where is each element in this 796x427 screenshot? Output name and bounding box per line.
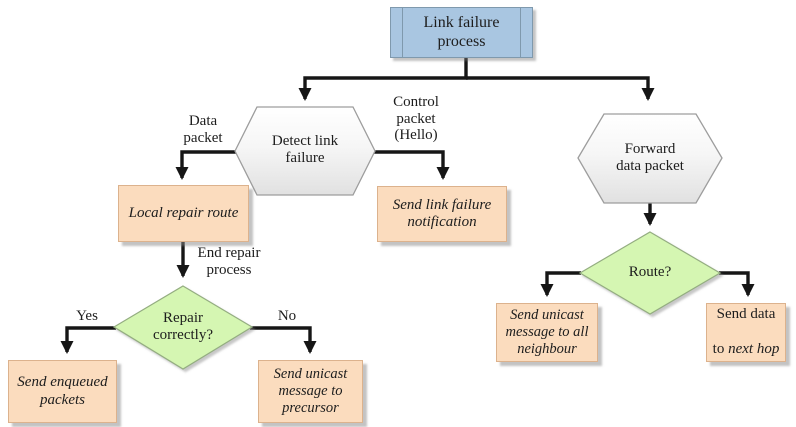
node-local-repair-route-label: Local repair route [128,204,239,221]
detect-link-failure-hexagon [234,106,376,196]
node-send-unicast-all-neighbour: Send unicast message to all neighbour [496,303,598,362]
node-send-link-failure-notification-label: Send link failure notification [392,196,492,230]
route-diamond [578,231,722,315]
node-send-unicast-all-neighbour-label: Send unicast message to all neighbour [505,307,589,357]
node-route-label: Route? [628,264,672,281]
connector-repair-yes [60,326,116,354]
node-send-unicast-precursor: Send unicast message to precursor [258,360,363,423]
send-data-line2: to next hop [713,341,780,358]
node-send-enqueued-packets: Send enqueued packets [8,360,117,423]
edge-label-no: No [277,308,297,324]
node-send-data-next-hop: Send data to next hop [706,303,786,362]
connector-detect-to-local-repair [175,150,237,180]
connector-start-to-detect [298,58,468,101]
node-detect-link-failure: Detect link failure [245,124,365,176]
connector-repair-no [250,326,317,354]
edge-label-yes: Yes [76,308,98,324]
node-link-failure-process: Link failure process [390,7,533,58]
node-send-link-failure-notification: Send link failure notification [377,186,507,242]
process-inner-bar-left [402,8,404,57]
node-send-data-next-hop-label: Send data to next hop [713,289,780,376]
node-forward-data-packet-label: Forward data packet [616,140,684,174]
connector-detect-to-notification [373,150,450,180]
node-send-enqueued-packets-label: Send enqueued packets [17,374,108,408]
edge-label-data-packet: Data packet [183,113,223,146]
connector-route-to-next-hop [719,271,755,297]
node-route: Route? [590,259,710,287]
connector-start-to-forward [466,76,655,101]
process-inner-bar-right [519,8,521,57]
repair-correctly-diamond [112,285,254,370]
node-local-repair-route: Local repair route [118,185,249,242]
edge-label-control-packet: Control packet (Hello) [393,94,439,143]
node-send-unicast-precursor-label: Send unicast message to precursor [273,366,348,416]
send-data-line2-italic: next hop [728,341,780,358]
node-repair-correctly: Repair correctly? [123,302,243,352]
node-repair-correctly-label: Repair correctly? [153,309,213,343]
connector-route-to-neighbour [540,271,581,297]
edge-label-end-repair: End repair process [197,245,261,278]
send-data-line1: Send data [716,306,776,323]
send-data-line2-prefix: to [712,341,729,358]
node-detect-link-failure-label: Detect link failure [271,132,339,166]
node-forward-data-packet: Forward data packet [590,132,710,184]
node-link-failure-process-label: Link failure process [423,13,500,50]
forward-data-packet-hexagon [577,113,723,204]
